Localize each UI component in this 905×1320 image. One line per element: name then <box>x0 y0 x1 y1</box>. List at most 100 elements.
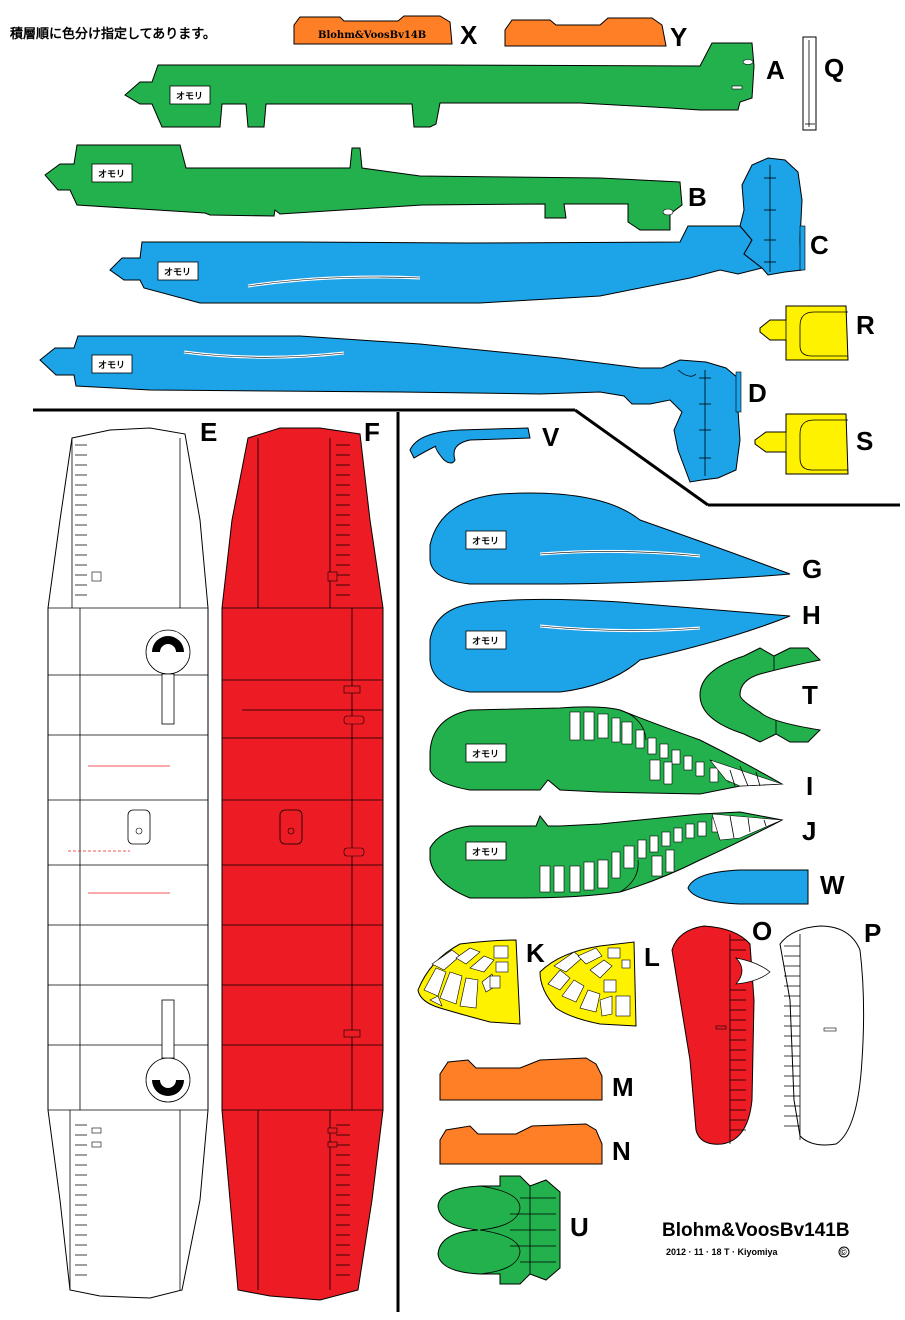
part-i-shape <box>429 706 784 795</box>
copyright-mark: © <box>840 1247 847 1257</box>
label-part-b: B <box>688 182 707 212</box>
copyright-icon <box>838 1246 850 1258</box>
part-g-weight-label: オモリ <box>472 536 499 547</box>
part-j-weight-box <box>465 841 507 861</box>
part-i-weight-box <box>465 743 507 763</box>
part-h-nacelle-half: オモリ <box>429 598 791 693</box>
part-p-shape <box>779 925 865 1146</box>
label-part-y: Y <box>670 22 687 52</box>
part-d-fuselage-layer: オモリ <box>39 335 742 483</box>
part-a-weight-label: オモリ <box>176 91 203 102</box>
label-part-r: R <box>856 310 875 340</box>
label-part-a: A <box>766 55 785 85</box>
part-y-stabilizer-block <box>504 17 667 47</box>
part-c-fuselage-layer: オモリ <box>109 157 806 304</box>
label-part-p: P <box>864 918 881 948</box>
label-part-h: H <box>802 600 821 630</box>
part-d-weight-label: オモリ <box>98 360 125 371</box>
label-part-s: S <box>856 426 873 456</box>
part-a-fuselage-layer: オモリ <box>124 42 755 128</box>
part-l-canopy-frame <box>539 941 637 1027</box>
part-m-fairing-block <box>439 1057 603 1101</box>
part-c-weight-box <box>157 261 199 281</box>
label-part-x: X <box>460 20 478 50</box>
part-t-c-bracket <box>699 647 822 743</box>
label-part-e: E <box>200 417 217 447</box>
part-e-hinge-ticks <box>75 444 87 1276</box>
label-part-n: N <box>612 1136 631 1166</box>
label-part-u: U <box>570 1212 589 1242</box>
part-c-rudder <box>739 157 803 276</box>
label-part-d: D <box>748 378 767 408</box>
part-labels: A B C D E F G H I J K L M N O P Q R S T … <box>200 20 881 1242</box>
label-part-t: T <box>802 680 818 710</box>
part-c-shape <box>109 225 764 304</box>
label-part-w: W <box>820 870 845 900</box>
part-u-nacelle-part <box>437 1175 561 1285</box>
part-w-pod <box>687 869 809 905</box>
part-o-shape <box>671 925 755 1145</box>
part-b-fuselage-layer: オモリ <box>44 144 683 231</box>
part-r-shape <box>759 305 849 361</box>
part-f-hinge-ticks <box>336 444 350 1276</box>
part-t-shape <box>699 647 822 743</box>
part-i-weight-label: オモリ <box>472 749 499 760</box>
part-n-shape <box>439 1123 603 1165</box>
label-part-f: F <box>364 417 380 447</box>
model-title: Blohm&VoosBv141B <box>662 1220 850 1241</box>
part-k-panes <box>423 945 509 1009</box>
part-j-weight-label: オモリ <box>472 847 499 858</box>
part-k-canopy-frame <box>417 939 521 1025</box>
label-part-i: I <box>806 771 813 801</box>
part-d-shape <box>39 335 741 483</box>
part-n-fairing-block <box>439 1123 603 1165</box>
part-y-shape <box>504 17 667 47</box>
label-part-m: M <box>612 1072 634 1102</box>
label-part-g: G <box>802 554 822 584</box>
part-g-weight-box <box>465 530 507 550</box>
part-h-shape <box>429 598 791 693</box>
part-o-tail-fin <box>671 925 771 1145</box>
part-q-shape <box>802 36 817 131</box>
label-part-c: C <box>810 230 829 260</box>
part-f-wing-upper <box>221 427 384 1301</box>
part-u-shape <box>437 1175 561 1285</box>
part-w-shape <box>687 869 809 905</box>
part-j-window-frames <box>539 817 721 893</box>
part-g-shape <box>429 492 791 585</box>
part-a-weight-box <box>169 85 211 105</box>
part-h-weight-label: オモリ <box>472 636 499 647</box>
part-f-shape <box>221 427 384 1301</box>
part-v-hook <box>409 427 531 464</box>
label-part-q: Q <box>824 53 844 83</box>
part-s-shape <box>754 413 849 475</box>
part-d-weight-box <box>91 354 133 374</box>
part-x-shape <box>293 15 453 45</box>
part-i-cockpit-layer: オモリ <box>429 706 784 795</box>
label-part-o: O <box>752 916 772 946</box>
part-e-wing-lower <box>47 427 209 1299</box>
part-q-strip <box>802 36 817 131</box>
part-b-weight-box <box>91 163 133 183</box>
sheet-dividers <box>33 408 900 1312</box>
label-part-l: L <box>644 942 660 972</box>
author-credit: 2012 · 11 · 18 T · Kiyomiya <box>666 1247 779 1257</box>
part-r-nacelle-cap <box>759 305 849 361</box>
part-p-tail-fin <box>779 925 865 1146</box>
part-v-shape <box>409 427 531 464</box>
color-order-note: 積層順に色分け指定してあります。 <box>9 26 216 42</box>
part-h-weight-box <box>465 630 507 650</box>
part-g-nacelle-half: オモリ <box>429 492 791 585</box>
label-part-k: K <box>526 938 545 968</box>
part-x-stabilizer-block: Blohm&VoosBv14B <box>293 15 453 45</box>
part-j-cockpit-layer: オモリ <box>429 811 784 899</box>
part-x-stamp: Blohm&VoosBv14B <box>318 30 426 41</box>
part-a-shape <box>124 42 755 128</box>
part-l-panes <box>547 947 631 1017</box>
label-part-v: V <box>542 422 560 452</box>
label-part-j: J <box>802 816 816 846</box>
part-b-shape <box>44 144 683 231</box>
part-b-weight-label: オモリ <box>98 169 125 180</box>
part-c-weight-label: オモリ <box>164 267 191 278</box>
